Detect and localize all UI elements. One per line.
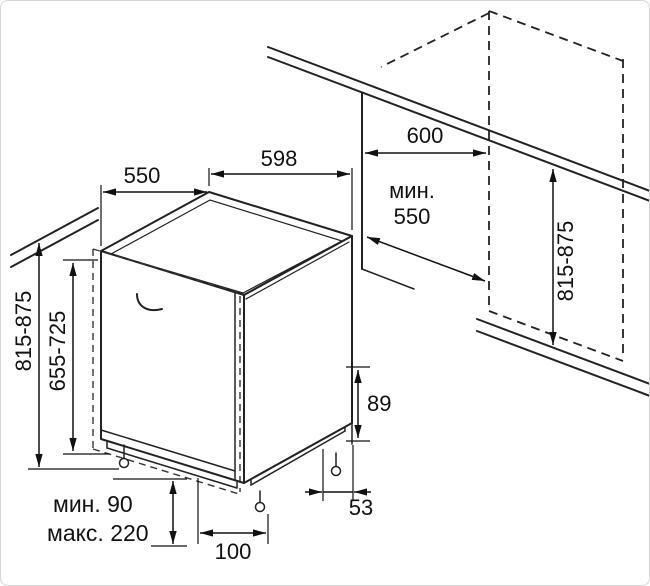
countertop-left-edge-2 <box>10 219 99 268</box>
dimension-appliance-depth: 550 <box>100 163 207 246</box>
panel-dashed-bottom <box>92 448 240 495</box>
back-foot <box>330 465 342 477</box>
countertop-right-edge-1 <box>267 46 649 192</box>
dim-label-rear-base-height: 89 <box>367 391 391 416</box>
dimensions: 550 598 600 мин. 550 815-875 <box>11 123 578 564</box>
dishwasher-drawing <box>92 191 353 513</box>
dimension-rear-base-height: 89 <box>346 366 391 442</box>
dim-label-niche-width-value: 550 <box>394 204 431 229</box>
dimension-rear-foot-offset: 53 <box>305 445 373 520</box>
dishwasher-side-inset-line <box>245 241 350 300</box>
base-side-edge <box>250 430 346 486</box>
niche-dashed-top-left-edge <box>380 12 490 68</box>
dimension-appliance-width: 598 <box>208 146 353 230</box>
dim-label-front-foot-offset: 100 <box>215 539 252 564</box>
panel-dashed-top <box>92 248 241 294</box>
dimension-niche-depth: 600 <box>365 123 486 157</box>
dim-label-appliance-depth: 550 <box>124 163 161 188</box>
niche-floor-edge-2 <box>476 330 649 397</box>
dimension-line <box>366 236 486 282</box>
niche-wall-bottom-edge <box>361 268 415 290</box>
niche-floor-edge-1 <box>476 318 649 385</box>
dim-label-appliance-height: 815-875 <box>11 291 36 372</box>
dimension-appliance-height: 815-875 <box>11 243 119 470</box>
dimension-niche-width: мин. 550 <box>366 178 486 282</box>
countertop-right-edge-2 <box>267 56 649 202</box>
base-front-edge <box>106 447 238 489</box>
dim-label-niche-depth: 600 <box>407 123 444 148</box>
dim-label-niche-height: 815-875 <box>553 221 578 302</box>
dim-label-feet-min: мин. 90 <box>53 491 133 517</box>
front-left-foot <box>118 457 130 469</box>
dimension-feet-adjustment: мин. 90 макс. 220 <box>47 478 187 547</box>
countertop-left-edge-1 <box>10 207 99 256</box>
front-right-foot <box>254 501 266 513</box>
dishwasher-front-face <box>100 250 245 484</box>
dim-label-rear-foot-offset: 53 <box>349 495 373 520</box>
door-bottom-line <box>100 429 236 472</box>
dimension-front-foot-offset: 100 <box>197 478 269 564</box>
niche-dashed-top-edge <box>488 10 624 62</box>
dimension-niche-height: 815-875 <box>549 169 578 345</box>
dim-label-feet-max: макс. 220 <box>47 520 149 546</box>
dim-label-door-panel-height: 655-725 <box>45 311 70 392</box>
niche-dashed-bottom-edge <box>488 310 624 362</box>
door-handle <box>136 293 163 312</box>
dim-label-appliance-width: 598 <box>261 146 298 171</box>
dimension-door-panel-height: 655-725 <box>45 259 109 455</box>
dim-label-niche-width-prefix: мин. <box>389 178 435 203</box>
